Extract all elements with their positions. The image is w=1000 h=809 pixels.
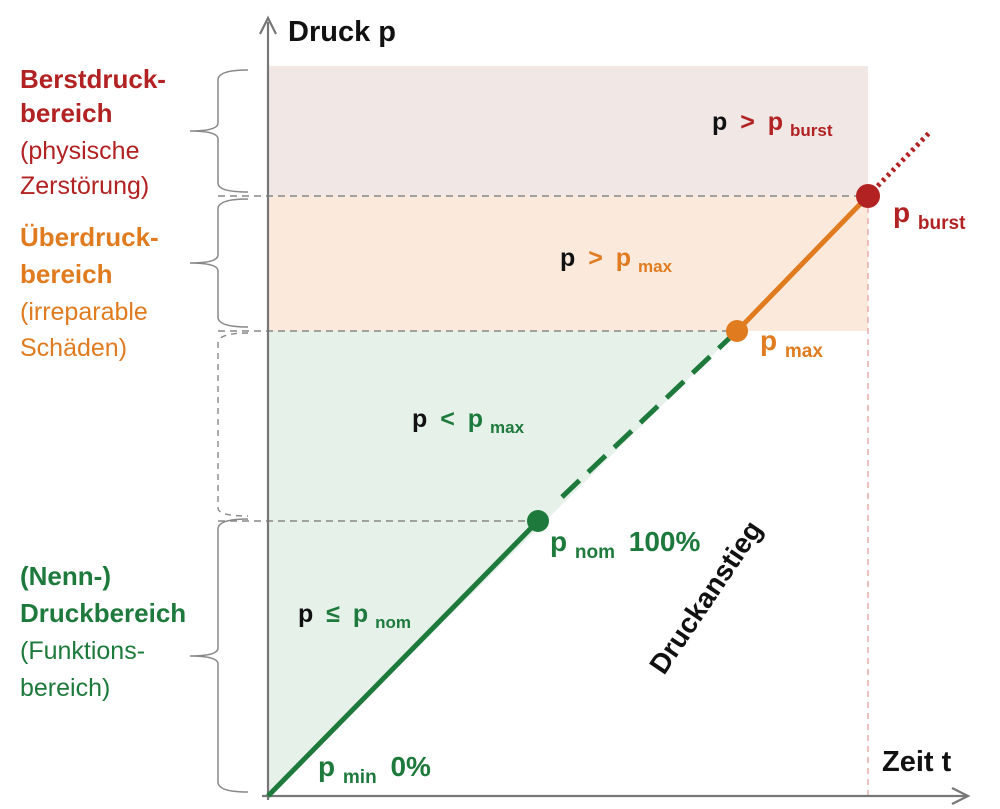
- burst-zone-fill: [268, 66, 868, 196]
- nom-range-desc-1: (Funktions-: [20, 637, 145, 665]
- min-point-label: p min 0%: [318, 751, 431, 789]
- overpressure-zone-fill: [268, 196, 868, 331]
- y-axis-label: Druck p: [288, 16, 396, 48]
- nom-point: [527, 510, 549, 532]
- nom-range-title-1: (Nenn-): [20, 561, 111, 591]
- burst-point-label: p burst: [893, 197, 966, 234]
- over-range-desc-2: Schäden): [20, 334, 127, 362]
- burst-range-desc-2: Zerstörung): [20, 172, 149, 200]
- burst-range-title-2: bereich: [20, 98, 113, 128]
- ramp-nominal-solid: [266, 519, 540, 798]
- over-range-desc-1: (irreparable: [20, 298, 148, 326]
- nominal-brace: [189, 518, 249, 793]
- nom-range-title-2: Druckbereich: [20, 598, 186, 628]
- burst-brace: [189, 69, 249, 193]
- burst-range-title-1: Berstdruck-: [20, 64, 166, 94]
- burst-zone-label: p > p burst: [712, 108, 833, 140]
- ramp-burst-dotted: [866, 130, 932, 198]
- nom-zone-label: p ≤ p nom: [298, 600, 411, 632]
- x-axis-label: Zeit t: [882, 746, 952, 778]
- nom-point-label: p nom 100%: [550, 526, 700, 564]
- max-point-label: p max: [760, 325, 823, 362]
- burst-range-desc-1: (physische: [20, 137, 140, 165]
- lt-max-zone-label: p < p max: [412, 405, 525, 437]
- x-axis-arrow: [951, 787, 971, 805]
- nom-range-desc-2: bereich): [20, 674, 110, 702]
- burst-point: [856, 184, 880, 208]
- ramp-nominal-dashed: [560, 329, 739, 499]
- ramp-overpressure: [735, 194, 870, 333]
- max-point: [726, 320, 748, 342]
- over-range-title-2: bereich: [20, 259, 113, 289]
- over-zone-label: p > p max: [560, 244, 673, 276]
- y-axis-arrow: [259, 15, 277, 35]
- over-range-title-1: Überdruck-: [20, 222, 159, 252]
- nominal-upper-dashed-brace: [217, 332, 249, 517]
- overpressure-brace: [189, 198, 249, 328]
